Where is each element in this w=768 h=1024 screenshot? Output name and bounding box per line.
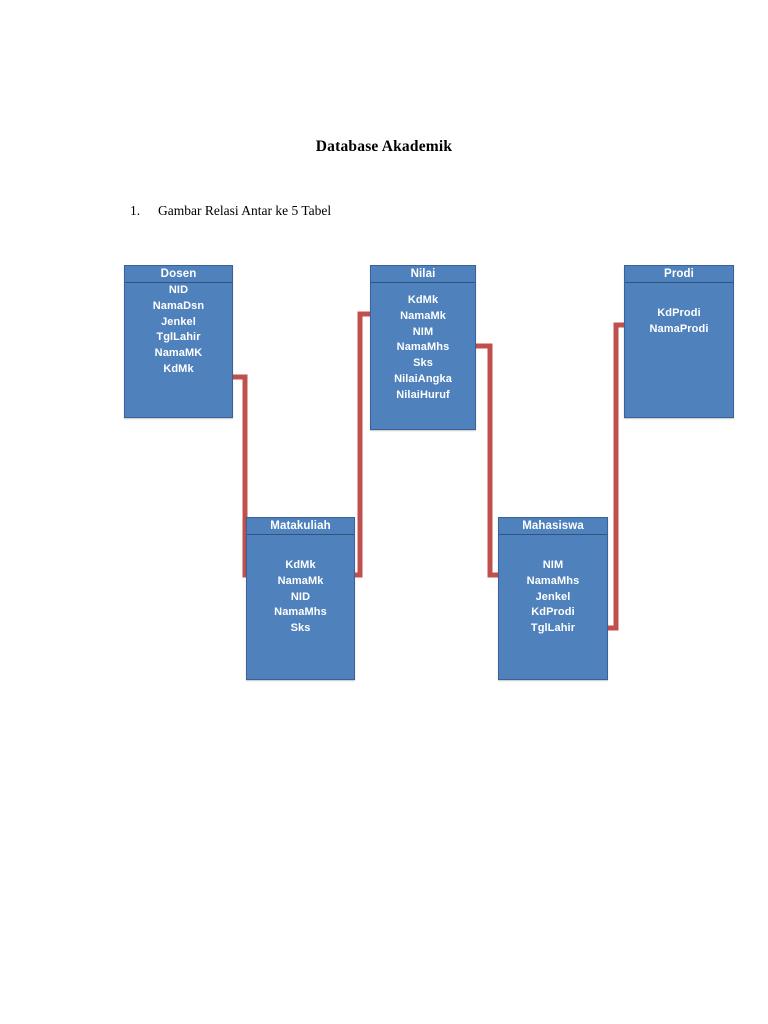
field-dosen-namamk: NamaMK — [154, 347, 203, 360]
field-matakuliah-sks: Sks — [290, 622, 311, 635]
field-dosen-nid: NID — [168, 284, 189, 296]
entity-dosen-fields: NID NamaDsn Jenkel TglLahir NamaMK KdMk — [125, 283, 232, 378]
entity-dosen-title: Dosen — [125, 266, 232, 283]
field-matakuliah-nid: NID — [290, 590, 311, 603]
field-dosen-jenkel: Jenkel — [161, 315, 196, 328]
field-mahasiswa-nim: NIM — [542, 559, 564, 571]
entity-dosen[interactable]: Dosen NID NamaDsn Jenkel TglLahir NamaMK… — [124, 265, 233, 418]
entity-mahasiswa-title: Mahasiswa — [499, 518, 607, 535]
field-nilai-nim: NIM — [412, 325, 434, 338]
field-matakuliah-namamk: NamaMk — [277, 574, 324, 587]
field-prodi-namaprodi: NamaProdi — [649, 322, 709, 335]
field-nilai-kdmk: KdMk — [407, 294, 439, 306]
field-nilai-nilaiangka: NilaiAngka — [394, 372, 452, 385]
entity-mahasiswa-fields: NIM NamaMhs Jenkel KdProdi TglLahir — [499, 535, 607, 637]
field-nilai-namamhs: NamaMhs — [396, 341, 450, 354]
field-dosen-kdmk: KdMk — [163, 362, 194, 375]
entity-matakuliah-title: Matakuliah — [247, 518, 354, 535]
field-matakuliah-kdmk: KdMk — [285, 559, 316, 571]
field-dosen-namadsn: NamaDsn — [152, 299, 205, 312]
list-item-label: Gambar Relasi Antar ke 5 Tabel — [158, 203, 332, 218]
entity-matakuliah-fields: KdMk NamaMk NID NamaMhs Sks — [247, 535, 354, 637]
list-item: 1. Gambar Relasi Antar ke 5 Tabel — [130, 203, 331, 219]
field-dosen-tgllahir: TglLahir — [156, 331, 201, 344]
entity-nilai-fields: KdMk NamaMk NIM NamaMhs Sks NilaiAngka N… — [371, 283, 475, 404]
field-nilai-nilaihuruf: NilaiHuruf — [396, 388, 450, 401]
entity-matakuliah[interactable]: Matakuliah KdMk NamaMk NID NamaMhs Sks — [246, 517, 355, 680]
entity-prodi-title: Prodi — [625, 266, 733, 283]
list-item-number: 1. — [130, 203, 141, 218]
entity-nilai[interactable]: Nilai KdMk NamaMk NIM NamaMhs Sks NilaiA… — [370, 265, 476, 430]
field-prodi-kdprodi: KdProdi — [657, 307, 701, 319]
field-mahasiswa-namamhs: NamaMhs — [526, 574, 580, 587]
field-nilai-namamk: NamaMk — [400, 309, 446, 322]
field-mahasiswa-jenkel: Jenkel — [535, 590, 571, 603]
entity-nilai-title: Nilai — [371, 266, 475, 283]
entity-mahasiswa[interactable]: Mahasiswa NIM NamaMhs Jenkel KdProdi Tgl… — [498, 517, 608, 680]
page-title: Database Akademik — [315, 138, 453, 155]
field-mahasiswa-tgllahir: TglLahir — [530, 622, 576, 635]
entity-prodi-fields: KdProdi NamaProdi — [625, 283, 733, 338]
field-nilai-sks: Sks — [413, 357, 433, 370]
field-matakuliah-namamhs: NamaMhs — [274, 606, 327, 619]
entity-prodi[interactable]: Prodi KdProdi NamaProdi — [624, 265, 734, 418]
field-mahasiswa-kdprodi: KdProdi — [531, 606, 575, 619]
